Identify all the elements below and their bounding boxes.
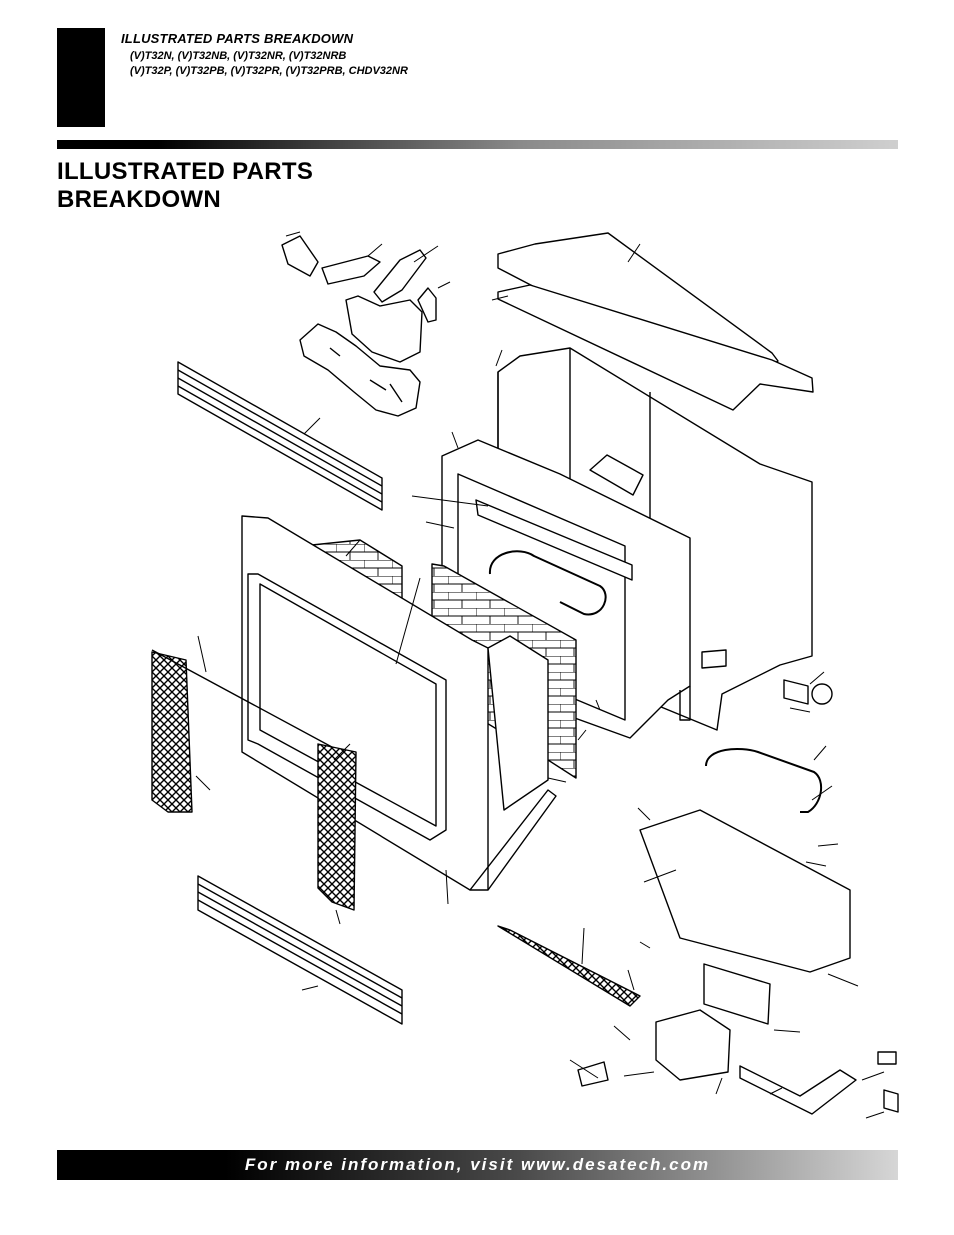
switch xyxy=(783,679,809,705)
leader-lines xyxy=(195,231,885,1119)
mesh-curtain-right xyxy=(317,743,357,911)
page-title-line2: BREAKDOWN xyxy=(57,186,222,213)
bottom-trim xyxy=(197,875,403,1025)
section-tab xyxy=(57,28,105,127)
footer-link-text: For more information, visit www.desatech… xyxy=(244,1155,711,1174)
mesh-curtain-left xyxy=(151,649,357,813)
top-trim xyxy=(177,361,383,511)
footer-bar: For more information, visit www.desatech… xyxy=(57,1150,898,1180)
header-models-line1: (V)T32N, (V)T32NB, (V)T32NR, (V)T32NRB xyxy=(130,50,347,62)
header-rule xyxy=(57,140,898,149)
header-models-line2: (V)T32P, (V)T32PB, (V)T32PR, (V)T32PRB, … xyxy=(130,65,408,77)
junction-box xyxy=(701,649,727,669)
knob xyxy=(811,683,833,705)
page-title: ILLUSTRATED PARTS BREAKDOWN xyxy=(57,158,313,214)
page-title-line1: ILLUSTRATED PARTS xyxy=(57,158,314,185)
header-title: ILLUSTRATED PARTS BREAKDOWN xyxy=(121,31,354,46)
log-set xyxy=(281,235,437,417)
burner-controls xyxy=(497,747,899,1115)
burner-tube xyxy=(488,550,607,616)
front-frame xyxy=(241,515,557,891)
